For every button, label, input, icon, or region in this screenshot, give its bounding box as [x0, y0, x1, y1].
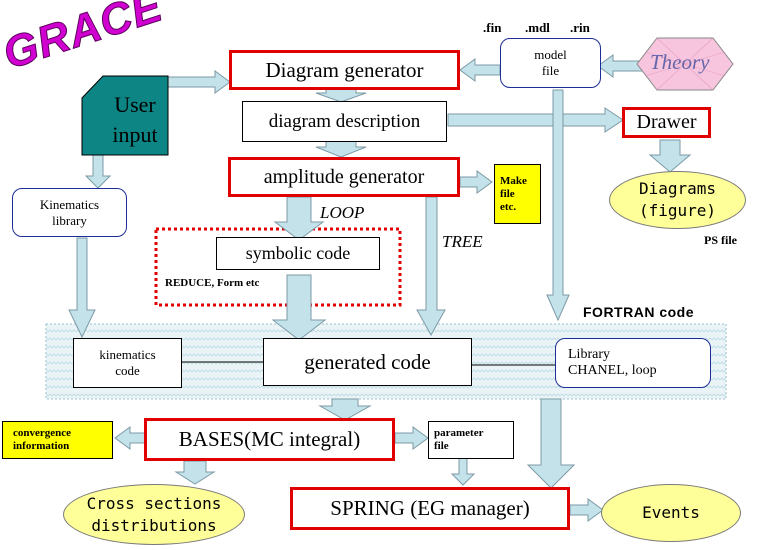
- events-ellipse: Events: [601, 484, 741, 542]
- arrow-bases-to-cross: [174, 460, 216, 485]
- library-box: Library CHANEL, loop: [555, 338, 711, 388]
- amplitude-generator-box: amplitude generator: [228, 157, 460, 197]
- arrow-amplitude-to-makefile: [459, 170, 493, 194]
- generated-code-box: generated code: [263, 338, 472, 386]
- parameter-file-box: parameter file: [428, 421, 514, 459]
- user-input-shape: [81, 75, 169, 156]
- arrow-theory-to-model: [597, 54, 644, 78]
- arrow-model-down: [546, 89, 570, 322]
- bases-box: BASES(MC integral): [144, 418, 395, 461]
- loop-label: LOOP: [320, 203, 365, 222]
- make-file-box: Make file etc.: [494, 164, 541, 224]
- symbolic-code-box: symbolic code: [216, 237, 380, 270]
- diagram-description-box: diagram description: [242, 101, 447, 142]
- arrow-model-to-diagram: [459, 58, 501, 82]
- ext-mdl: .mdl: [525, 20, 550, 35]
- user-input-label: User input: [112, 92, 158, 147]
- arrow-library-to-spring: [526, 398, 576, 489]
- arrow-bases-to-parameter: [394, 426, 429, 450]
- tree-label: TREE: [442, 232, 483, 251]
- arrow-user-to-kinematics: [84, 154, 112, 189]
- arrow-generated-to-bases: [318, 398, 372, 421]
- ext-rin: .rin: [570, 20, 590, 35]
- drawer-box: Drawer: [622, 107, 711, 138]
- arrow-symbolic-to-generated: [271, 274, 327, 341]
- theory-label: Theory: [650, 50, 710, 74]
- diagram-generator-box: Diagram generator: [229, 50, 460, 90]
- diagrams-figure-ellipse: Diagrams (figure): [609, 171, 746, 229]
- arrow-bases-to-convergence: [114, 426, 146, 450]
- convergence-info-box: convergence information: [2, 421, 113, 459]
- spring-box: SPRING (EG manager): [290, 487, 570, 530]
- arrow-description-to-amplitude: [315, 139, 367, 158]
- model-file-box: model file: [500, 38, 601, 88]
- loop-region: [154, 227, 402, 307]
- arrow-user-to-diagram: [167, 70, 231, 94]
- arrow-spring-to-events: [569, 498, 604, 522]
- arrow-kinlib-to-kincode: [68, 237, 96, 339]
- arrow-tree: [416, 196, 446, 337]
- kinematics-library-box: Kinematics library: [12, 188, 127, 237]
- kinematics-code-box: kinematics code: [73, 338, 182, 388]
- ps-file-label: PS file: [704, 233, 737, 247]
- cross-sections-ellipse: Cross sections distributions: [63, 484, 245, 545]
- arrow-loop: [273, 196, 325, 241]
- arrow-description-to-drawer: [447, 107, 624, 133]
- arrow-drawer-to-diagrams: [648, 139, 692, 173]
- fortran-code-label: FORTRAN code: [583, 304, 694, 320]
- arrow-parameter-to-spring: [450, 457, 476, 486]
- ext-fin: .fin: [483, 20, 502, 35]
- arrow-diagram-to-description: [315, 87, 367, 103]
- reduce-form-label: REDUCE, Form etc: [165, 277, 260, 289]
